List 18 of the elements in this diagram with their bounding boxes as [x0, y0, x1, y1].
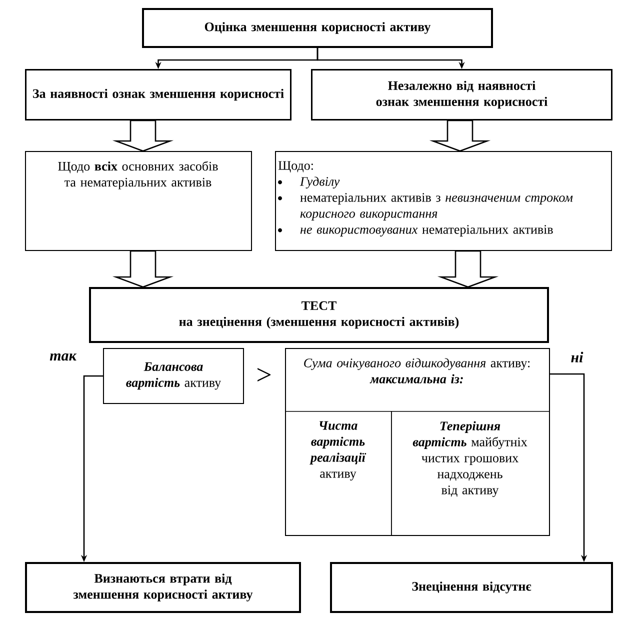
title-box: Оцінка зменшення корисності активу — [142, 8, 493, 48]
block-arrow — [429, 120, 491, 152]
process-box: Незалежно від наявності ознак зменшення корисності — [311, 69, 612, 120]
comparison-sign: > — [258, 368, 271, 382]
result-box: Знецінення відсутнє — [330, 562, 613, 613]
edge-label: ні — [570, 350, 584, 364]
value-box: Балансова вартість активу — [103, 348, 244, 404]
test-box: ТЕСТ на знецінення (зменшення корисності активів) — [89, 287, 549, 343]
table-cell: Чиста вартість реалізації активу — [285, 411, 392, 536]
table-cell: Теперішня вартість майбутніх чистих грошових надходжень від активу — [391, 411, 550, 536]
list-box: Щодо: Гудвілу нематеріальних активів з невизначеним строком корисного використання не використовуваних нематеріальних активів — [275, 151, 612, 251]
process-box: За наявності ознак зменшення корисності — [25, 69, 292, 120]
text-box: Щодо всіх основних засобів та нематеріальних активів — [25, 151, 252, 251]
block-arrow — [112, 250, 174, 288]
result-box: Визнаються втрати від зменшення корисності активу — [25, 562, 301, 613]
block-arrow — [112, 120, 174, 152]
edge-label: так — [48, 352, 78, 362]
block-arrow — [437, 250, 499, 288]
